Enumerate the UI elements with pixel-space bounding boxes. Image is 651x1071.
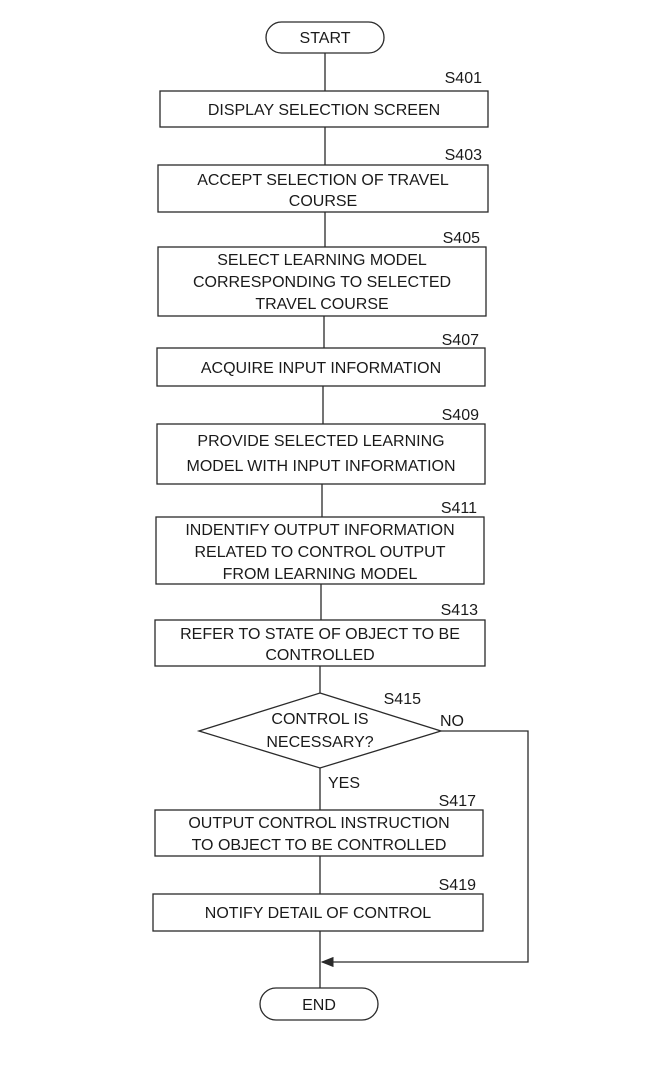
step-box-s419	[152, 893, 484, 932]
decision-id-s415: S415	[384, 691, 421, 708]
end-label: END	[302, 997, 336, 1014]
step-id-s417: S417	[439, 793, 476, 810]
step-text-s411-line-1: INDENTIFY OUTPUT INFORMATION	[185, 522, 454, 539]
step-id-s407: S407	[442, 332, 479, 349]
step-box-s405	[157, 246, 487, 317]
step-text-s411-line-3: FROM LEARNING MODEL	[223, 566, 418, 583]
start-label: START	[300, 30, 351, 47]
decision-text-line-1: CONTROL IS	[271, 711, 368, 728]
step-s411: S411 INDENTIFY OUTPUT INFORMATION RELATE…	[155, 500, 485, 585]
step-text-s419-line-1: NOTIFY DETAIL OF CONTROL	[205, 905, 431, 922]
step-text-s407-line-1: ACQUIRE INPUT INFORMATION	[201, 360, 441, 377]
decision-diamond	[196, 692, 444, 769]
step-text-s417-line-2: TO OBJECT TO BE CONTROLLED	[192, 837, 447, 854]
start-terminal: START	[265, 21, 385, 54]
step-box-s411	[155, 516, 485, 585]
decision-s415: S415 CONTROL IS NECESSARY? NO YES	[196, 691, 464, 792]
step-id-s413: S413	[441, 602, 478, 619]
decision-no-label: NO	[440, 713, 464, 730]
step-id-s405: S405	[443, 230, 480, 247]
step-box-s401	[159, 90, 489, 128]
step-text-s417-line-1: OUTPUT CONTROL INSTRUCTION	[188, 815, 449, 832]
step-id-s409: S409	[442, 407, 479, 424]
step-text-s403-line-1: ACCEPT SELECTION OF TRAVEL	[197, 172, 449, 189]
decision-text-line-2: NECESSARY?	[266, 734, 373, 751]
step-text-s411-line-2: RELATED TO CONTROL OUTPUT	[195, 544, 446, 561]
step-box-s413	[154, 619, 486, 667]
step-s405: S405 SELECT LEARNING MODEL CORRESPONDING…	[157, 230, 487, 317]
step-s409: S409 PROVIDE SELECTED LEARNING MODEL WIT…	[156, 407, 486, 485]
step-text-s409-line-1: PROVIDE SELECTED LEARNING	[197, 433, 444, 450]
step-text-s405-line-2: CORRESPONDING TO SELECTED	[193, 274, 451, 291]
step-text-s409-line-2: MODEL WITH INPUT INFORMATION	[186, 458, 455, 475]
step-text-s405-line-3: TRAVEL COURSE	[255, 296, 388, 313]
step-box-s417	[154, 809, 484, 857]
end-terminal: END	[259, 987, 379, 1021]
step-text-s401-line-1: DISPLAY SELECTION SCREEN	[208, 102, 440, 119]
connector-no-branch	[320, 730, 529, 968]
step-id-s401: S401	[445, 70, 482, 87]
step-text-s413-line-2: CONTROLLED	[265, 647, 374, 664]
step-s401: S401 DISPLAY SELECTION SCREEN	[159, 70, 489, 128]
step-box-s403	[157, 164, 489, 213]
step-s417: S417 OUTPUT CONTROL INSTRUCTION TO OBJEC…	[154, 793, 484, 857]
step-box-s409	[156, 423, 486, 485]
step-s407: S407 ACQUIRE INPUT INFORMATION	[156, 332, 486, 387]
step-s403: S403 ACCEPT SELECTION OF TRAVEL COURSE	[157, 147, 489, 213]
step-s419: S419 NOTIFY DETAIL OF CONTROL	[152, 877, 484, 932]
step-id-s411: S411	[441, 500, 477, 517]
step-text-s405-line-1: SELECT LEARNING MODEL	[217, 252, 427, 269]
step-text-s413-line-1: REFER TO STATE OF OBJECT TO BE	[180, 626, 460, 643]
step-id-s419: S419	[439, 877, 476, 894]
step-id-s403: S403	[445, 147, 482, 164]
step-s413: S413 REFER TO STATE OF OBJECT TO BE CONT…	[154, 602, 486, 667]
decision-yes-label: YES	[328, 775, 360, 792]
connectors	[319, 53, 529, 988]
step-box-s407	[156, 347, 486, 387]
step-text-s403-line-2: COURSE	[289, 193, 357, 210]
